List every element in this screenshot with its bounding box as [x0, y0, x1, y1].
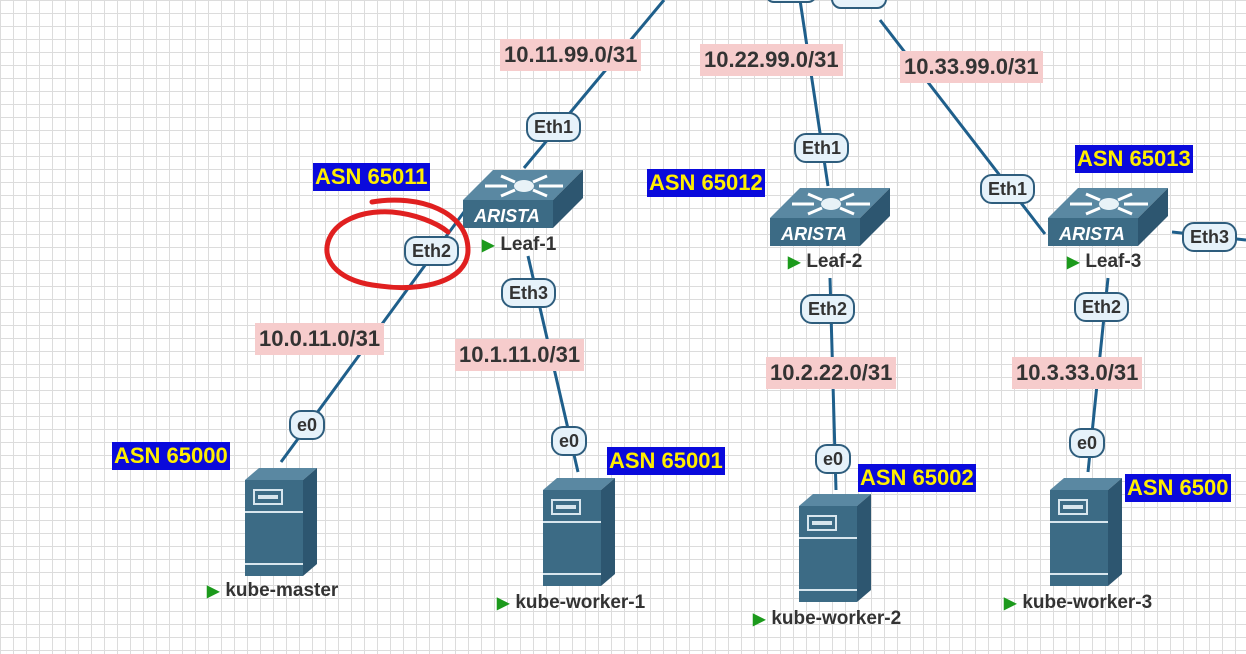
play-icon: ▶ — [1067, 254, 1080, 271]
switch-brand: ARISTA — [1058, 224, 1125, 244]
port-badge[interactable]: e0 — [551, 426, 588, 456]
spine-port-stub — [831, 0, 887, 9]
asn-label: ASN 65011 — [313, 163, 430, 191]
arista-switch-icon[interactable]: ARISTA — [1046, 186, 1170, 248]
node-label-leaf-2[interactable]: ▶ Leaf-2 — [788, 251, 862, 274]
port-badge[interactable]: e0 — [1069, 428, 1106, 458]
spine-port-stub — [767, 0, 815, 3]
asn-label: ASN 65001 — [607, 447, 725, 475]
node-label-leaf-3[interactable]: ▶ Leaf-3 — [1067, 251, 1141, 274]
switch-brand: ARISTA — [473, 206, 540, 226]
port-badge[interactable]: Eth2 — [1074, 292, 1130, 322]
server-icon[interactable] — [798, 493, 872, 603]
port-badge[interactable]: Eth3 — [501, 278, 557, 308]
server-icon[interactable] — [244, 467, 318, 577]
node-name: kube-worker-2 — [771, 608, 902, 629]
node-label-kube-master[interactable]: ▶ kube-master — [207, 580, 338, 603]
subnet-label: 10.11.99.0/31 — [500, 39, 642, 71]
play-icon: ▶ — [788, 254, 801, 271]
node-name: Leaf-3 — [1085, 251, 1142, 272]
asn-label: ASN 65002 — [858, 464, 976, 492]
annotation-circle — [324, 197, 471, 291]
node-name: kube-worker-3 — [1022, 592, 1153, 613]
asn-label: ASN 65000 — [112, 442, 230, 470]
node-name: Leaf-2 — [806, 251, 863, 272]
subnet-label: 10.33.99.0/31 — [900, 51, 1043, 83]
node-name: kube-master — [225, 580, 339, 601]
arista-switch-icon[interactable]: ARISTA — [768, 186, 892, 248]
play-icon: ▶ — [207, 583, 220, 600]
node-label-kube-worker-3[interactable]: ▶ kube-worker-3 — [1004, 592, 1152, 615]
port-badge[interactable]: Eth3 — [1182, 222, 1238, 252]
node-label-leaf-1[interactable]: ▶ Leaf-1 — [482, 234, 556, 257]
port-badge[interactable]: Eth1 — [980, 174, 1036, 204]
subnet-label: 10.3.33.0/31 — [1012, 357, 1143, 389]
port-badge[interactable]: Eth1 — [526, 112, 582, 142]
subnet-label: 10.22.99.0/31 — [700, 44, 843, 76]
subnet-label: 10.2.22.0/31 — [766, 357, 897, 389]
switch-brand: ARISTA — [780, 224, 847, 244]
server-icon[interactable] — [542, 477, 616, 587]
server-icon[interactable] — [1049, 477, 1123, 587]
asn-label: ASN 6500 — [1125, 474, 1231, 502]
subnet-label: 10.1.11.0/31 — [455, 339, 585, 371]
node-label-kube-worker-1[interactable]: ▶ kube-worker-1 — [497, 592, 645, 615]
port-badge[interactable]: Eth2 — [404, 236, 460, 266]
node-name: Leaf-1 — [500, 234, 557, 255]
node-label-kube-worker-2[interactable]: ▶ kube-worker-2 — [753, 608, 901, 631]
spine-port-stubs — [767, 0, 887, 9]
port-badge[interactable]: e0 — [289, 410, 326, 440]
play-icon: ▶ — [1004, 595, 1017, 612]
arista-switch-icon[interactable]: ARISTA — [461, 168, 585, 230]
asn-label: ASN 65013 — [1075, 145, 1193, 173]
port-badge[interactable]: Eth2 — [800, 294, 856, 324]
subnet-label: 10.0.11.0/31 — [255, 323, 385, 355]
link-leaf1-spine — [522, 0, 666, 169]
play-icon: ▶ — [482, 237, 495, 254]
node-name: kube-worker-1 — [515, 592, 646, 613]
port-badge[interactable]: Eth1 — [794, 133, 850, 163]
asn-label: ASN 65012 — [647, 169, 765, 197]
play-icon: ▶ — [753, 611, 766, 628]
port-badge[interactable]: e0 — [815, 444, 852, 474]
play-icon: ▶ — [497, 595, 510, 612]
